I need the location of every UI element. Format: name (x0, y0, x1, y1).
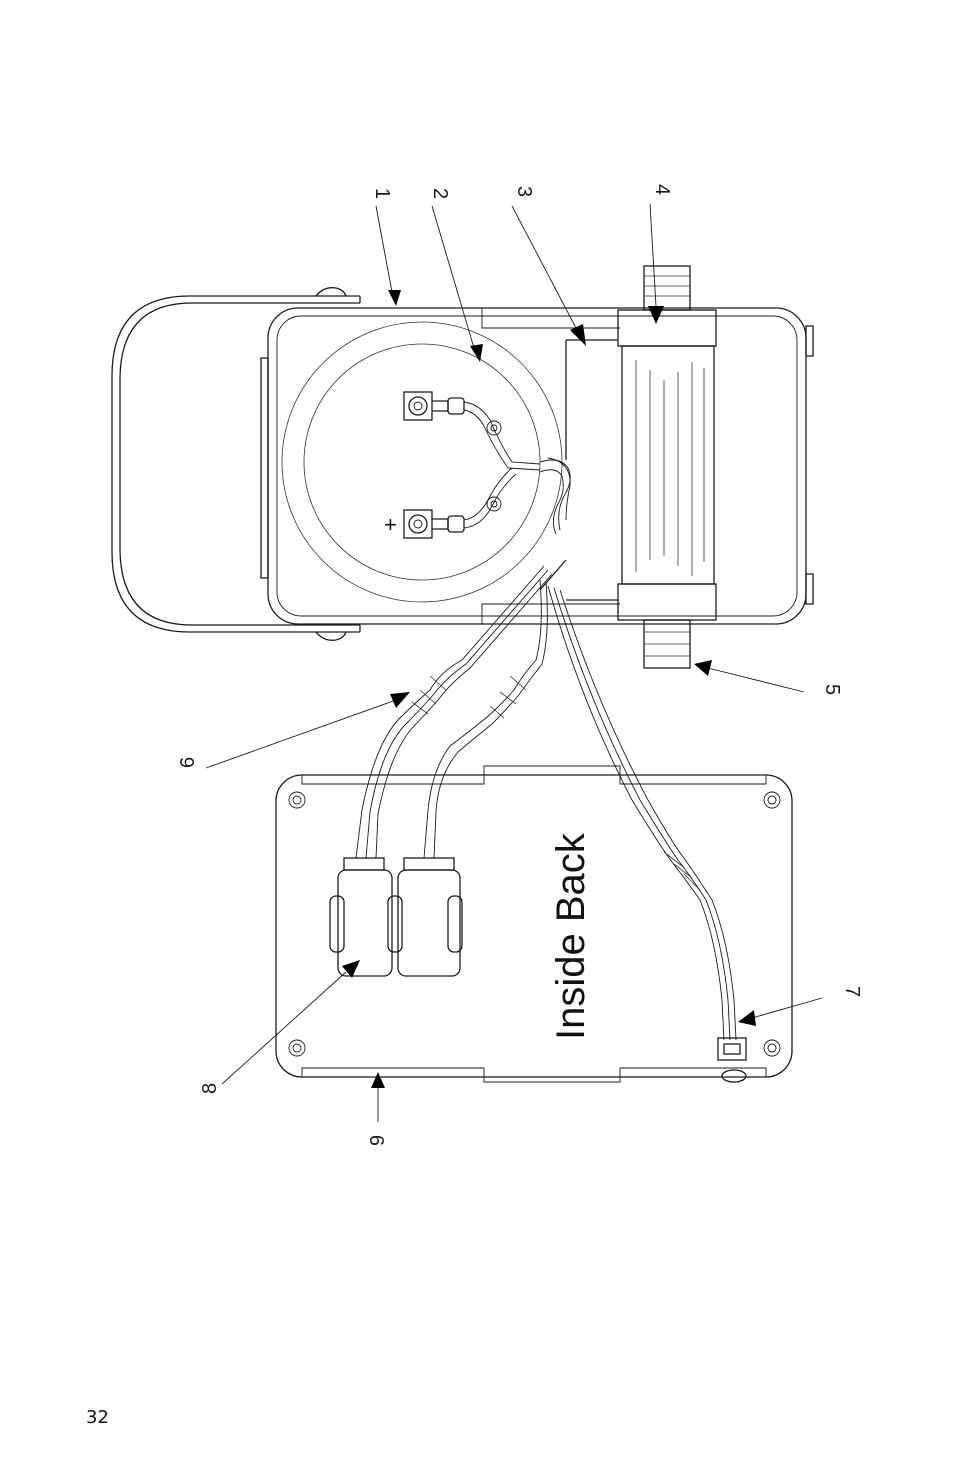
motor-inner-ring (304, 344, 540, 580)
connector-block-right (398, 858, 462, 976)
inlet-fitting (644, 620, 690, 668)
plus-sign: + (384, 512, 397, 537)
connector-block-left (330, 858, 402, 976)
mounting-screws (289, 792, 780, 1056)
callout-5: 7 (841, 986, 863, 997)
callout-2: 3 (513, 186, 535, 197)
float-switch (718, 1038, 746, 1082)
callout-6: 4 (651, 184, 673, 195)
callout-3: 2 (429, 188, 451, 199)
page-number: 32 (86, 1407, 109, 1428)
outlet-fitting (644, 266, 690, 310)
callout-4: 6 (177, 757, 199, 768)
terminal-negative (404, 392, 464, 420)
callout-8: 5 (821, 684, 843, 695)
terminal-positive (404, 510, 464, 538)
callout-1: 1 (371, 188, 393, 199)
motor-outer-ring (282, 322, 562, 602)
filter-cartridge (618, 310, 716, 620)
pump-housing-assembly: + (112, 266, 813, 668)
housing-outline (268, 308, 806, 624)
callout-7: 8 (199, 1083, 221, 1094)
carry-handle (112, 296, 360, 632)
wire-harness (356, 566, 736, 1040)
panel-label: Inside Back (549, 832, 593, 1040)
callout-9: 9 (367, 1135, 389, 1146)
